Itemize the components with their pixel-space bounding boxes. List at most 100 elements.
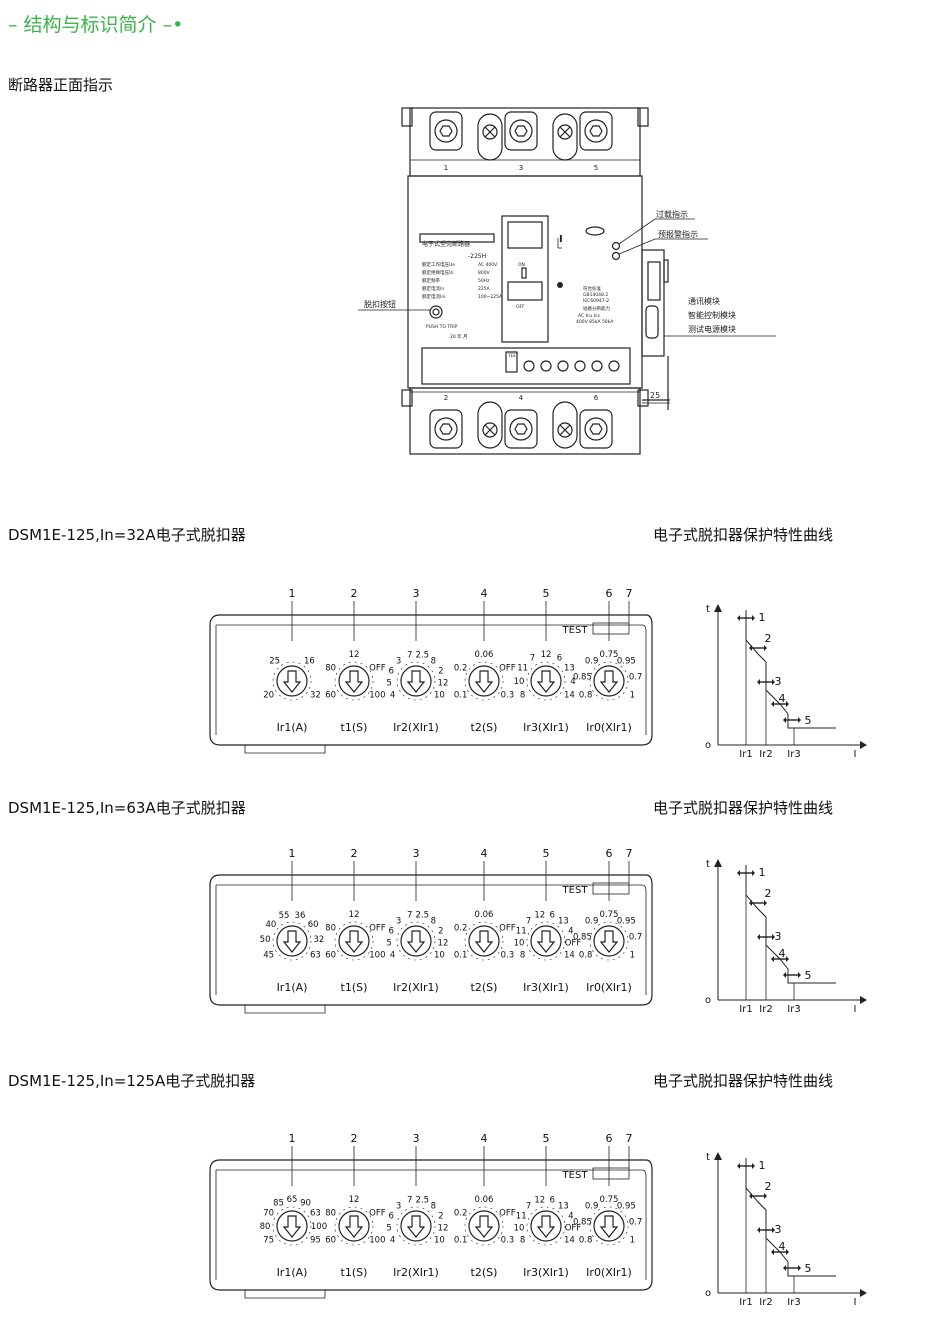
dial-scale-label: 4 xyxy=(390,1236,395,1246)
dial-scale-label: 40 xyxy=(265,920,276,930)
nameplate-row-key: 额定电流In xyxy=(422,285,444,292)
dial-1[interactable] xyxy=(334,661,374,701)
dial-scale-label: 12 xyxy=(349,910,360,920)
dial-scale-label: 12 xyxy=(349,650,360,660)
x-arrow-icon xyxy=(860,996,867,1004)
dial-4[interactable] xyxy=(526,661,566,701)
dial-scale-label: 0.95 xyxy=(617,1201,636,1211)
trip-button-label: 脱扣按钮 xyxy=(364,299,396,309)
dial-3[interactable] xyxy=(464,1206,504,1246)
callout-number-5: 5 xyxy=(543,847,550,860)
threshold-label: Ir1 xyxy=(739,749,752,760)
test-button[interactable] xyxy=(592,622,630,635)
dial-arrow-icon xyxy=(282,670,302,693)
dial-scale-label: 10 xyxy=(514,677,525,687)
curve-line xyxy=(745,865,836,984)
dial-scale-label: 0.7 xyxy=(629,672,643,682)
dial-scale-label: 13 xyxy=(558,1201,569,1211)
dial-2[interactable] xyxy=(396,1206,436,1246)
dial-ticks xyxy=(272,1206,312,1246)
dial-2[interactable] xyxy=(396,921,436,961)
axis-i-label: I xyxy=(854,1297,857,1308)
panel-inner-edge xyxy=(215,624,647,735)
dial-1[interactable] xyxy=(334,921,374,961)
dial-scale-label: 2.5 xyxy=(415,1196,429,1206)
dial-scale-label: 80 xyxy=(325,1209,336,1219)
callout-number-6: 6 xyxy=(606,1132,613,1145)
unit-3-title: DSM1E-125,In=125A电子式脱扣器 xyxy=(8,1072,256,1090)
test-button[interactable] xyxy=(592,882,630,895)
i-mark: I xyxy=(559,234,563,245)
dial-scale-label: 12 xyxy=(349,1195,360,1205)
dial-scale-label: 0.8 xyxy=(579,691,593,701)
dial-3[interactable] xyxy=(464,661,504,701)
dial-4[interactable] xyxy=(526,921,566,961)
dial-name: Ir0(XIr1) xyxy=(586,981,632,994)
dial-scale-label: 0.8 xyxy=(579,1236,593,1246)
marker-label-4: 4 xyxy=(779,947,786,960)
callout-number-3: 3 xyxy=(413,847,420,860)
nameplate-model: -225H xyxy=(468,253,486,260)
marker-label-2: 2 xyxy=(765,887,772,900)
dial-scale-label: 100 xyxy=(369,1236,385,1246)
panel-foot xyxy=(244,745,326,754)
dial-name: Ir1(A) xyxy=(277,981,308,994)
threshold-label: Ir1 xyxy=(739,1004,752,1015)
dial-0[interactable] xyxy=(272,921,312,961)
capacity-head: AC Icu Ics xyxy=(578,313,600,319)
dial-5[interactable] xyxy=(589,1206,629,1246)
dial-scale-label: 1 xyxy=(630,951,635,961)
test-button[interactable] xyxy=(592,1167,630,1180)
dial-ticks xyxy=(272,661,312,701)
dial-scale-label: OFF xyxy=(499,664,516,674)
dial-1[interactable] xyxy=(334,1206,374,1246)
terminal-6-label: 6 xyxy=(594,394,599,402)
dial-scale-label: OFF xyxy=(499,1209,516,1219)
dial-scale-label: 6 xyxy=(550,911,555,921)
dial-3[interactable] xyxy=(464,921,504,961)
dial-scale-label: 20 xyxy=(263,691,274,701)
control-module-label: 智能控制模块 xyxy=(688,310,736,320)
dial-0[interactable] xyxy=(272,1206,312,1246)
threshold-label: Ir1 xyxy=(739,1297,752,1308)
section-subtitle: 断路器正面指示 xyxy=(8,76,114,94)
threshold-label: Ir2 xyxy=(759,1004,772,1015)
dial-5[interactable] xyxy=(589,661,629,701)
date-text: 20 年 月 xyxy=(450,333,468,340)
callout-number-5: 5 xyxy=(543,587,550,600)
dial-scale-label: 6 xyxy=(550,1196,555,1206)
dial-arrow-icon xyxy=(536,1215,556,1238)
dial-arrow-icon xyxy=(406,930,426,953)
dial-scale-label: 36 xyxy=(295,911,306,921)
dial-scale-label: 60 xyxy=(308,920,319,930)
curve-line xyxy=(745,610,836,729)
dial-name: Ir0(XIr1) xyxy=(586,721,632,734)
dial-ticks xyxy=(589,921,629,961)
dial-scale-label: 7 xyxy=(407,911,412,921)
dial-scale-label: 7 xyxy=(407,651,412,661)
dial-arrow-icon xyxy=(344,1215,364,1238)
dial-scale-label: 14 xyxy=(564,691,575,701)
marker-label-3: 3 xyxy=(775,1223,782,1236)
standard-1: GB14048.2 xyxy=(583,292,608,298)
dial-2[interactable] xyxy=(396,661,436,701)
dial-4[interactable] xyxy=(526,1206,566,1246)
callout-number-2: 2 xyxy=(351,587,358,600)
dial-scale-label: 2 xyxy=(438,666,443,676)
dial-ticks xyxy=(396,921,436,961)
dial-ticks xyxy=(396,1206,436,1246)
threshold-label: Ir3 xyxy=(787,1004,800,1015)
dial-0[interactable] xyxy=(272,661,312,701)
dial-scale-label: 32 xyxy=(314,935,325,945)
capacity-values: 400V 85kA 50kA xyxy=(576,319,614,325)
dial-scale-label: 65 xyxy=(287,1195,298,1205)
dial-5[interactable] xyxy=(589,921,629,961)
callout-number-7: 7 xyxy=(626,1132,633,1145)
axis-i-label: I xyxy=(854,1004,857,1015)
dial-scale-label: 1 xyxy=(630,691,635,701)
dial-scale-label: 60 xyxy=(325,691,336,701)
nameplate-row-value: 800V xyxy=(478,270,491,276)
dial-scale-label: 0.8 xyxy=(579,951,593,961)
